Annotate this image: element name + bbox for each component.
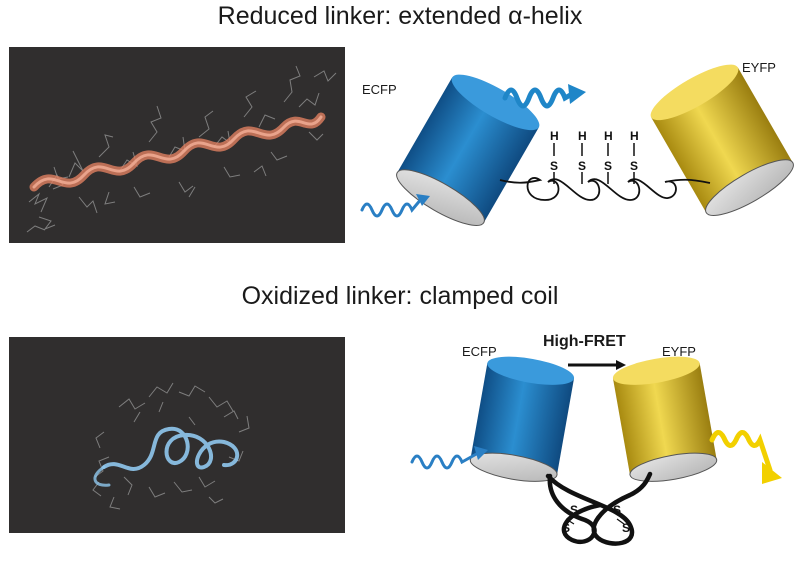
coil-structure-render: [92, 382, 250, 510]
title-oxidized-linker: Oxidized linker: clamped coil: [241, 282, 559, 310]
svg-text:S: S: [562, 521, 570, 535]
title-reduced-linker: Reduced linker: extended α-helix: [217, 2, 583, 30]
thiol-group-4: H S: [630, 129, 639, 184]
emission-wave-cyan-top: [502, 84, 586, 109]
svg-text:S: S: [613, 503, 621, 517]
label-eyfp-bottom: EYFP: [662, 344, 696, 359]
svg-text:H: H: [550, 129, 559, 143]
svg-text:S: S: [622, 521, 630, 535]
svg-text:S: S: [578, 159, 586, 173]
structure-panel-coil: [9, 337, 345, 533]
label-high-fret: High-FRET: [543, 333, 626, 350]
disulfide-bridge-1: S S: [562, 503, 578, 535]
svg-text:H: H: [630, 129, 639, 143]
clamped-coil-linker: [545, 471, 653, 546]
svg-text:S: S: [570, 503, 578, 517]
excitation-wave-bottom: [410, 446, 488, 470]
thiol-group-3: H S: [604, 129, 613, 184]
label-ecfp-bottom: ECFP: [462, 344, 497, 359]
svg-text:S: S: [550, 159, 558, 173]
eyfp-cylinder-bottom: [612, 356, 718, 482]
svg-text:H: H: [578, 129, 587, 143]
label-ecfp-top: ECFP: [362, 82, 397, 97]
emission-wave-yellow-bottom: [709, 430, 782, 484]
ecfp-cylinder-bottom: [469, 356, 575, 482]
svg-text:S: S: [630, 159, 638, 173]
structure-panel-helix: [9, 47, 345, 243]
helix-linker-loops: [499, 177, 711, 201]
ecfp-cylinder-top: [396, 74, 540, 226]
top-scheme: ECFP EYFP H S H S H: [360, 60, 794, 226]
eyfp-cylinder-top: [650, 64, 794, 216]
svg-text:S: S: [604, 159, 612, 173]
bottom-scheme: ECFP EYFP High-FRET S S S S: [410, 333, 782, 546]
excitation-wave-top: [360, 194, 430, 218]
thiol-group-1: H S: [550, 129, 559, 184]
disulfide-bridge-2: S S: [613, 503, 630, 535]
label-eyfp-top: EYFP: [742, 60, 776, 75]
svg-text:H: H: [604, 129, 613, 143]
helix-structure-render: [26, 65, 337, 233]
thiol-group-2: H S: [578, 129, 587, 184]
